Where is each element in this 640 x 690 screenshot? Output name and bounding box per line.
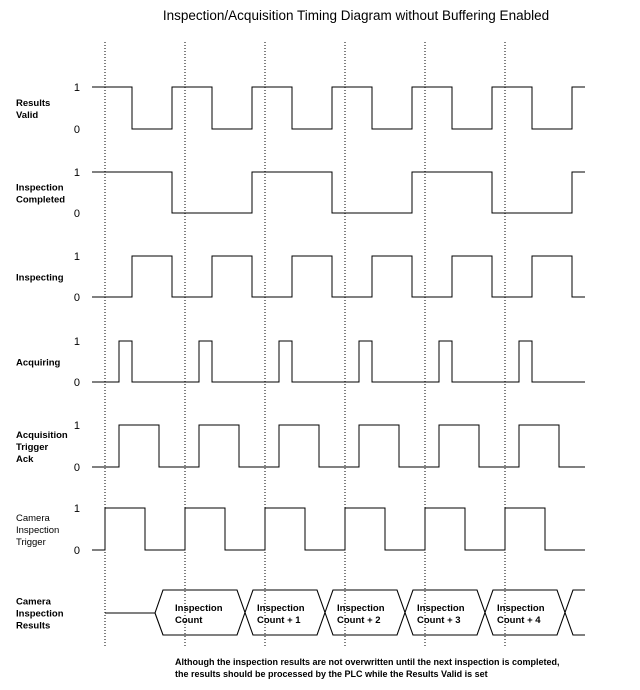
signal-label-camera-inspection-results: Inspection [16, 609, 64, 620]
waveform-camera-inspection-trigger [92, 507, 585, 551]
waveform-inspecting [92, 255, 585, 298]
level-high-label-acquisition-trigger-ack: 1 [74, 420, 80, 432]
waveform-acquisition-trigger-ack [92, 424, 585, 468]
bus-value-4-label: Count + 3 [417, 615, 461, 626]
bus-value-4-label: Inspection [417, 603, 465, 614]
level-low-label-camera-inspection-trigger: 0 [74, 545, 80, 557]
bus-value-1-label: Inspection [175, 603, 223, 614]
level-high-label-inspecting: 1 [74, 251, 80, 263]
bus-outline-upper [154, 589, 585, 636]
bus-value-2-label: Count + 1 [257, 615, 301, 626]
footnote: Although the inspection results are not … [175, 656, 560, 680]
signal-label-camera-inspection-trigger: Camera [16, 513, 51, 524]
level-high-label-acquiring: 1 [74, 336, 80, 348]
bus-value-3-label: Inspection [337, 603, 385, 614]
waveform-results-valid [92, 86, 585, 130]
signal-label-acquisition-trigger-ack: Ack [16, 454, 34, 465]
signal-label-results-valid: Valid [16, 110, 38, 121]
signal-label-acquisition-trigger-ack: Acquisition [16, 430, 68, 441]
signal-label-results-valid: Results [16, 98, 50, 109]
signal-label-acquiring: Acquiring [16, 358, 61, 369]
bus-value-2-label: Inspection [257, 603, 305, 614]
bus-value-5-label: Inspection [497, 603, 545, 614]
waveform-inspection-completed [92, 171, 585, 214]
bus-value-1-label: Count [175, 615, 203, 626]
footnote-line-1: Although the inspection results are not … [175, 657, 560, 667]
page-title: Inspection/Acquisition Timing Diagram wi… [162, 8, 550, 23]
signal-label-camera-inspection-trigger: Inspection [16, 525, 59, 536]
bus-value-5-label: Count + 4 [497, 615, 541, 626]
waveform-acquiring [92, 340, 585, 383]
signal-label-camera-inspection-trigger: Trigger [16, 537, 46, 548]
bus-outline-lower [154, 589, 585, 636]
level-low-label-inspection-completed: 0 [74, 208, 80, 220]
level-low-label-inspecting: 0 [74, 292, 80, 304]
signal-label-inspecting: Inspecting [16, 273, 64, 284]
bus-value-3-label: Count + 2 [337, 615, 381, 626]
level-low-label-acquiring: 0 [74, 377, 80, 389]
level-high-label-inspection-completed: 1 [74, 167, 80, 179]
level-high-label-results-valid: 1 [74, 82, 80, 94]
signal-label-inspection-completed: Inspection [16, 183, 64, 194]
signal-label-inspection-completed: Completed [16, 195, 65, 206]
level-high-label-camera-inspection-trigger: 1 [74, 503, 80, 515]
level-low-label-results-valid: 0 [74, 124, 80, 136]
signal-label-camera-inspection-results: Camera [16, 597, 52, 608]
signal-label-acquisition-trigger-ack: Trigger [16, 442, 49, 453]
level-low-label-acquisition-trigger-ack: 0 [74, 462, 80, 474]
signal-label-camera-inspection-results: Results [16, 621, 50, 632]
footnote-line-2: the results should be processed by the P… [175, 669, 488, 679]
